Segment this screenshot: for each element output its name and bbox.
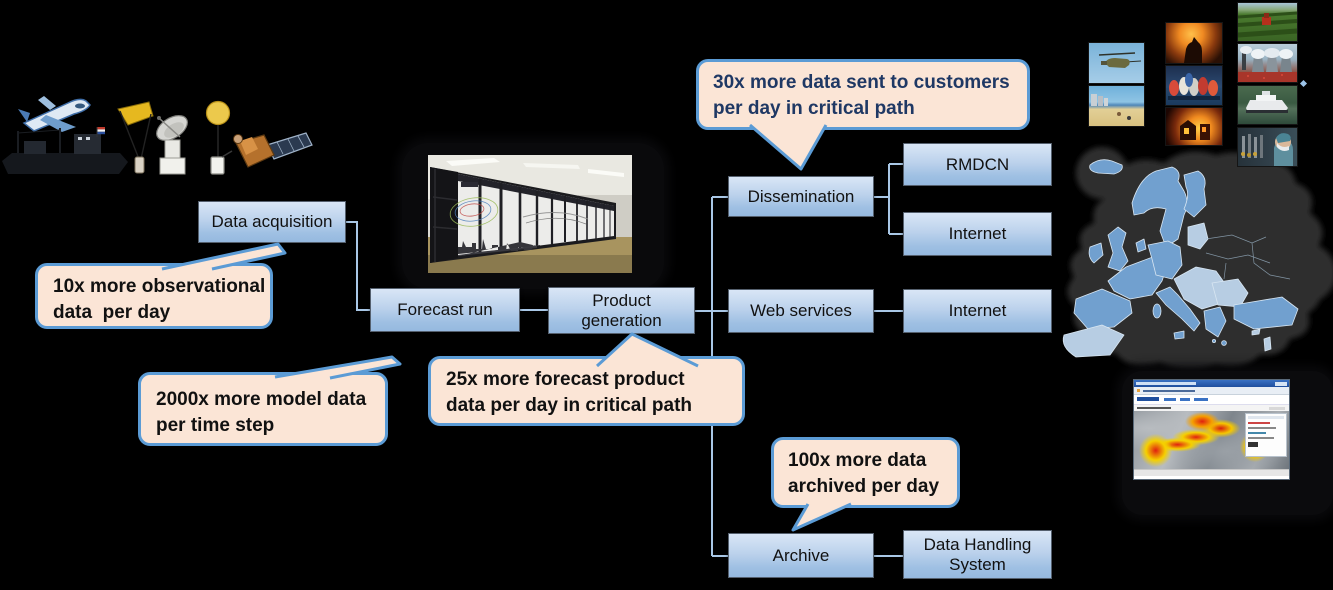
helicopter-photo [1088, 42, 1145, 84]
callout-forecast-product-line1: 25x more forecast product [446, 369, 685, 390]
flag-icon [96, 127, 105, 137]
callout-observational: 10x more observational data per day [35, 263, 273, 329]
weather-balloon-icon [205, 100, 231, 175]
browser-title-bar [1134, 380, 1289, 387]
browser-status-bar [1134, 469, 1289, 476]
internet-top-box: Internet [903, 212, 1052, 256]
surgeon-photo [1237, 127, 1298, 167]
airplane-icon [18, 96, 91, 132]
browser-toolbar [1134, 395, 1289, 405]
callout-archived: 100x more data archived per day [771, 437, 960, 508]
supercomputer-photo [428, 155, 632, 273]
callout-observational-line2: data per day [53, 302, 171, 324]
browser-address-bar [1134, 387, 1289, 395]
ship-icon [2, 127, 128, 174]
callout-customers-line2: per day in critical path [713, 98, 915, 120]
internet-mid-box: Internet [903, 289, 1052, 333]
internet-mid-label: Internet [948, 301, 1007, 321]
chart-title-strip [1134, 405, 1289, 411]
europe-map [1062, 147, 1333, 370]
callout-customers: 30x more data sent to customers per day … [696, 59, 1030, 130]
web-services-box: Web services [728, 289, 874, 333]
callout-archived-line2: archived per day [788, 476, 940, 498]
forecast-run-label: Forecast run [397, 300, 493, 320]
dissemination-label: Dissemination [747, 186, 855, 206]
dissemination-box: Dissemination [728, 176, 874, 217]
data-handling-system-label: Data Handling System [923, 535, 1032, 574]
data-acquisition-label: Data acquisition [211, 212, 333, 232]
satellite-icon [221, 132, 313, 168]
satellite-chart [1134, 411, 1289, 469]
browser-screenshot-frame [1122, 371, 1333, 515]
forecast-run-box: Forecast run [370, 288, 520, 332]
callout-model-line2: per time step [156, 415, 275, 437]
product-generation-box: Product generation [548, 287, 695, 334]
callout-forecast-product-line2: data per day in critical path [446, 395, 693, 417]
house-fire-photo [1165, 107, 1223, 146]
satellite-dish-icon [156, 115, 188, 175]
callout-observational-line1: 10x more observational [53, 276, 266, 297]
callout-model-line1: 2000x more model data [156, 389, 367, 410]
callout-archived-line1: 100x more data [788, 450, 927, 471]
ship-photo [1237, 85, 1298, 125]
supercomputer-photo-frame [402, 143, 664, 289]
callout-forecast-product: 25x more forecast product data per day i… [428, 356, 745, 426]
archive-box: Archive [728, 533, 874, 578]
dropsonde-icon [117, 101, 154, 174]
rmdcn-label: RMDCN [945, 154, 1010, 174]
callout-customers-line1: 30x more data sent to customers [713, 72, 1010, 93]
product-generation-label: Product generation [581, 291, 662, 330]
browser-window [1133, 379, 1290, 480]
data-acquisition-box: Data acquisition [198, 201, 346, 243]
internet-top-label: Internet [948, 224, 1007, 244]
foundry-photo [1165, 22, 1223, 64]
observation-icons-group [2, 96, 313, 175]
sailboats-photo [1165, 65, 1223, 106]
data-handling-system-box: Data Handling System [903, 530, 1052, 579]
window-controls [1275, 381, 1287, 386]
power-plant-photo [1237, 43, 1298, 83]
vineyard-tractor-photo [1237, 2, 1298, 42]
beach-photo [1088, 85, 1145, 127]
callout-model: 2000x more model data per time step [138, 372, 388, 446]
chart-legend-panel [1245, 413, 1287, 457]
archive-label: Archive [772, 545, 830, 565]
web-services-label: Web services [750, 301, 852, 321]
rmdcn-box: RMDCN [903, 143, 1052, 186]
